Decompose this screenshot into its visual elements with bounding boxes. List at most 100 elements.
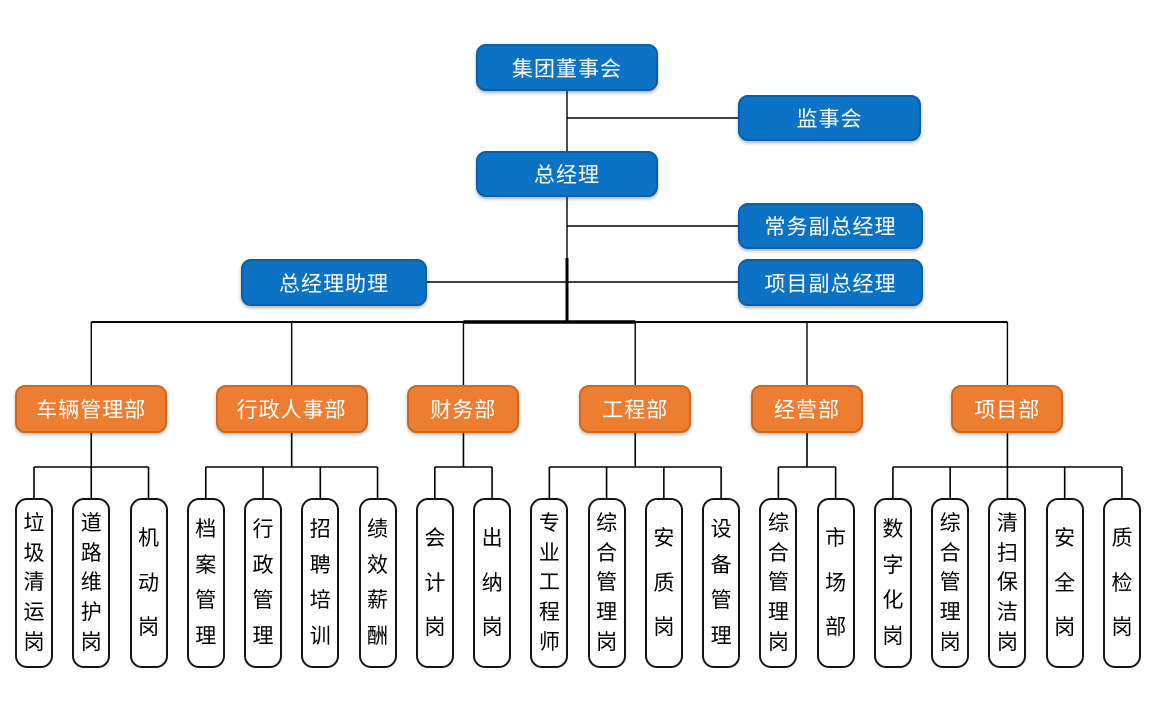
node-department: 行政人事部 [215,385,368,433]
node-department: 项目部 [951,385,1064,433]
position-label-char: 程 [538,601,560,625]
node-position: 绩效薪酬 [358,498,397,668]
position-label-char: 动 [138,571,160,595]
node-department: 工程部 [579,385,692,433]
position-label-char: 岗 [138,616,160,640]
position-label-char: 管 [939,571,961,595]
node-general-manager: 总经理 [476,151,658,197]
position-label-char: 合 [596,541,618,565]
position-label-char: 路 [80,541,102,565]
position-label-char: 薪 [367,589,389,613]
position-label-char: 检 [1111,571,1133,595]
node-position: 道路维护岗 [72,498,111,668]
node-position: 行政管理 [244,498,283,668]
position-label-char: 效 [367,553,389,577]
position-label-char: 管 [710,589,732,613]
position-label-char: 管 [195,589,217,613]
position-label-char: 训 [309,625,331,649]
node-department: 财务部 [407,385,520,433]
node-position: 垃圾清运岗 [15,498,53,668]
node-position: 综合管理岗 [587,498,626,668]
position-label-char: 安 [653,526,675,550]
position-label-char: 岗 [767,631,789,655]
position-label-char: 师 [538,631,560,655]
node-position: 清扫保洁岗 [988,498,1027,668]
position-label-char: 部 [825,616,847,640]
node-position: 会计岗 [415,498,454,668]
node-position: 安质岗 [644,498,683,668]
position-label-char: 清 [23,571,45,595]
position-label-char: 场 [825,571,847,595]
position-label-char: 合 [939,541,961,565]
node-project-deputy-gm: 项目副总经理 [738,259,923,306]
position-label-char: 岗 [996,631,1018,655]
position-label-char: 绩 [367,517,389,541]
position-label-char: 岗 [882,625,904,649]
position-label-char: 理 [596,601,618,625]
position-label-char: 备 [710,553,732,577]
node-position: 安全岗 [1045,498,1084,668]
position-label-char: 管 [252,589,274,613]
position-label-char: 档 [195,517,217,541]
position-label-char: 数 [882,517,904,541]
position-label-char: 综 [596,511,618,535]
position-label-char: 扫 [996,541,1018,565]
position-label-char: 安 [1054,526,1076,550]
position-label-char: 计 [424,571,446,595]
position-label-char: 合 [767,541,789,565]
position-label-char: 运 [23,601,45,625]
position-label-char: 岗 [596,631,618,655]
position-label-char: 岗 [1111,616,1133,640]
position-label-char: 垃 [23,511,45,535]
node-position: 综合管理岗 [759,498,798,668]
position-label-char: 工 [538,571,560,595]
node-position: 机动岗 [129,498,168,668]
position-label-char: 政 [252,553,274,577]
position-label-char: 保 [996,571,1018,595]
node-position: 设备管理 [702,498,741,668]
position-label-char: 设 [710,517,732,541]
position-label-char: 清 [996,511,1018,535]
position-label-char: 岗 [80,631,102,655]
position-label-char: 圾 [23,541,45,565]
position-label-char: 招 [309,517,331,541]
position-label-char: 护 [80,601,102,625]
node-position: 质检岗 [1102,498,1141,668]
position-label-char: 综 [767,511,789,535]
position-label-char: 培 [309,589,331,613]
position-label-char: 维 [80,571,102,595]
node-board-of-directors: 集团董事会 [476,44,658,91]
node-position: 专业工程师 [530,498,569,668]
position-label-char: 岗 [1054,616,1076,640]
position-label-char: 行 [252,517,274,541]
position-label-char: 岗 [653,616,675,640]
position-label-char: 业 [538,541,560,565]
position-label-char: 岗 [424,616,446,640]
position-label-char: 聘 [309,553,331,577]
position-label-char: 质 [1111,526,1133,550]
position-label-char: 纳 [481,571,503,595]
position-label-char: 理 [252,625,274,649]
position-label-char: 理 [939,601,961,625]
position-label-char: 案 [195,553,217,577]
node-position: 综合管理岗 [931,498,970,668]
position-label-char: 岗 [23,631,45,655]
position-label-char: 综 [939,511,961,535]
position-label-char: 理 [710,625,732,649]
position-label-char: 字 [882,553,904,577]
position-label-char: 会 [424,526,446,550]
position-label-char: 理 [767,601,789,625]
node-position: 市场部 [816,498,855,668]
node-department: 车辆管理部 [15,385,168,433]
node-position: 招聘培训 [301,498,340,668]
position-label-char: 管 [767,571,789,595]
node-position: 档案管理 [186,498,225,668]
node-department: 经营部 [751,385,863,433]
position-label-char: 出 [481,526,503,550]
position-label-char: 洁 [996,601,1018,625]
position-label-char: 化 [882,589,904,613]
node-supervisory-board: 监事会 [738,95,921,141]
position-label-char: 岗 [939,631,961,655]
